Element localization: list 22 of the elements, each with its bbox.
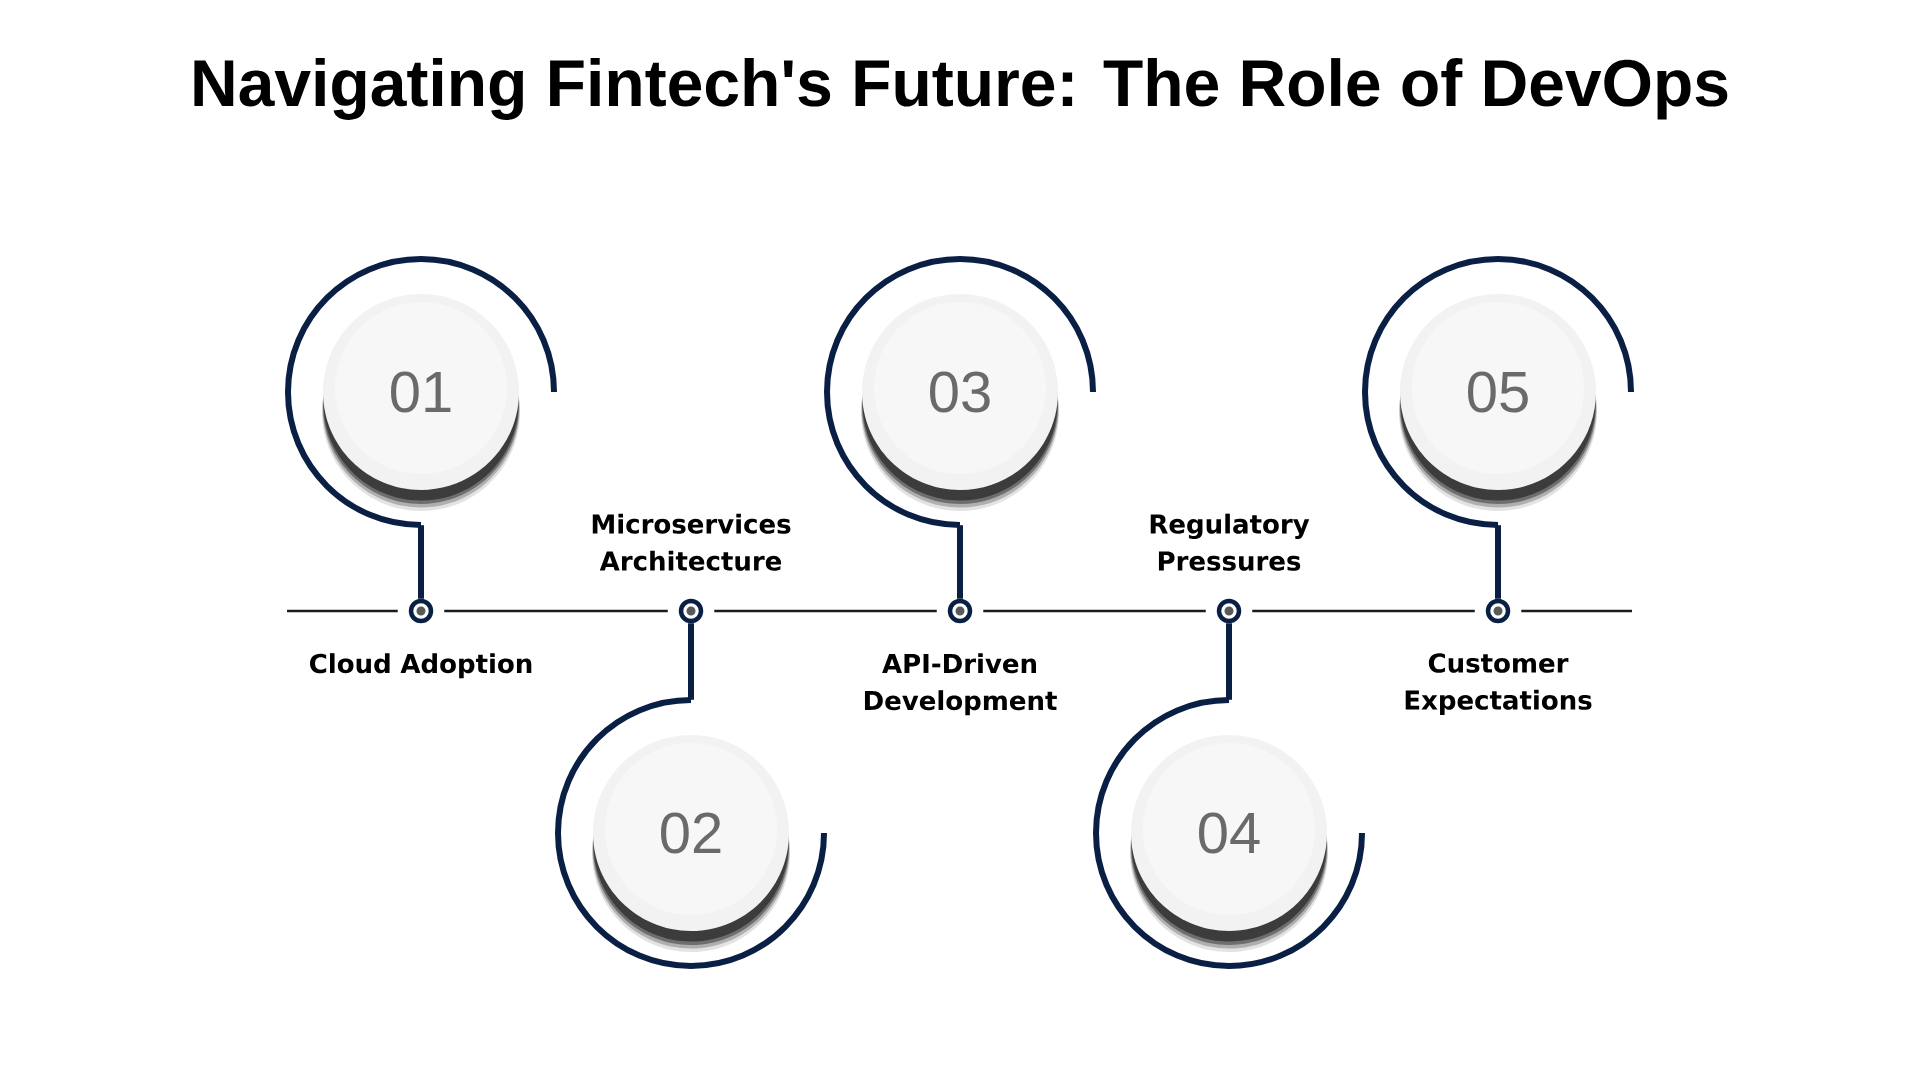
connector-stem <box>418 525 424 599</box>
timeline-dot <box>1485 598 1511 624</box>
topic-label: Microservices Architecture <box>592 513 791 571</box>
timeline-segment <box>444 609 668 613</box>
timeline-segment <box>1521 609 1632 613</box>
timeline-segment <box>1252 609 1475 613</box>
topic-label: Cloud Adoption <box>310 653 532 679</box>
timeline-dot <box>678 598 704 624</box>
connector-stem <box>1495 525 1501 599</box>
timeline-segment <box>714 609 937 613</box>
connector-stem <box>688 623 694 700</box>
connector-stem <box>957 525 963 599</box>
title: Navigating Fintech's Future: The Role of DevOps <box>194 58 1728 120</box>
connector-stem <box>1226 623 1232 700</box>
topic-label: Regulatory Pressures <box>1150 513 1310 571</box>
timeline-dot <box>1216 598 1242 624</box>
topic-label: API-Driven Development <box>864 653 1057 716</box>
timeline-dot <box>408 598 434 624</box>
timeline-dot <box>947 598 973 624</box>
timeline-segment <box>983 609 1206 613</box>
topic-label: Customer Expectations <box>1405 653 1592 715</box>
timeline-segment <box>287 609 398 613</box>
